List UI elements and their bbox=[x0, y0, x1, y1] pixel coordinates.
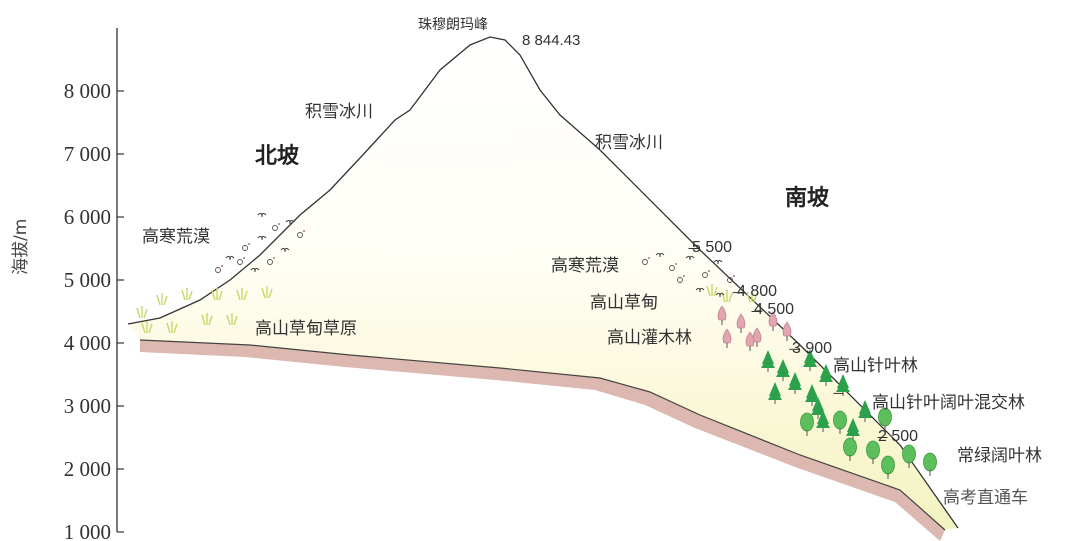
gravel-icon bbox=[272, 225, 278, 231]
desert-plant-icon bbox=[695, 287, 705, 293]
desert-plant-icon bbox=[250, 267, 260, 273]
y-tick-label: 6 000 bbox=[63, 205, 111, 229]
gravel-dot-icon bbox=[243, 257, 245, 259]
y-tick-label: 4 000 bbox=[63, 331, 111, 355]
grass-icon bbox=[141, 321, 153, 334]
gravel-icon bbox=[642, 259, 648, 265]
conifer-tree-icon bbox=[846, 418, 860, 436]
y-tick-label: 3 000 bbox=[63, 394, 111, 418]
conifer-tree-icon bbox=[811, 397, 825, 415]
gravel-icon bbox=[297, 232, 303, 238]
desert-plant-icon bbox=[257, 235, 267, 241]
gravel-icon bbox=[702, 272, 708, 278]
conifer-tree-icon bbox=[761, 350, 775, 368]
grass-icon bbox=[261, 286, 273, 299]
y-tick-label: 2 000 bbox=[63, 457, 111, 481]
grass-icon bbox=[236, 288, 248, 301]
gravel-dot-icon bbox=[708, 270, 710, 272]
boundary-label-3900: 3 900 bbox=[792, 340, 833, 357]
gravel-dot-icon bbox=[733, 275, 735, 277]
conifer-tree-icon bbox=[819, 364, 833, 382]
y-tick-label: 8 000 bbox=[63, 79, 111, 103]
gravel-dot-icon bbox=[248, 243, 250, 245]
gravel-icon bbox=[727, 277, 733, 283]
gravel-dot-icon bbox=[278, 223, 280, 225]
grass-icon bbox=[201, 313, 213, 326]
broadleaf-tree-icon bbox=[923, 452, 937, 472]
north-slope-title: 北坡 bbox=[255, 144, 300, 169]
conifer-tree-icon bbox=[788, 372, 802, 390]
desert-plant-icon bbox=[655, 252, 665, 258]
north-zone-alpine-desert: 高寒荒漠 bbox=[142, 227, 210, 247]
y-tick-label: 7 000 bbox=[63, 142, 111, 166]
broadleaf-tree-icon bbox=[902, 444, 916, 464]
broadleaf-tree-icon bbox=[800, 412, 814, 432]
grass-icon bbox=[706, 284, 718, 297]
south-zone-alpine-shrub: 高山灌木林 bbox=[607, 328, 692, 348]
conifer-tree-icon bbox=[805, 384, 819, 402]
desert-plant-icon bbox=[713, 259, 723, 265]
shrub-icon bbox=[782, 321, 792, 337]
conifer-tree-icon bbox=[768, 382, 782, 400]
north-zone-alpine-meadow-steppe: 高山草甸草原 bbox=[255, 319, 357, 339]
grass-icon bbox=[181, 288, 193, 301]
conifer-tree-icon bbox=[858, 400, 872, 418]
broadleaf-tree-icon bbox=[833, 410, 847, 430]
conifer-tree-icon bbox=[836, 374, 850, 392]
boundary-label-4800: 4 800 bbox=[737, 283, 778, 300]
crust-band bbox=[140, 340, 945, 541]
gravel-icon bbox=[677, 277, 683, 283]
grass-icon bbox=[211, 288, 223, 301]
south-zone-alpine-conifer: 高山针叶林 bbox=[833, 356, 918, 376]
gravel-dot-icon bbox=[683, 275, 685, 277]
north-zone-snow-glacier: 积雪冰川 bbox=[305, 102, 373, 122]
crust-line bbox=[139, 339, 946, 531]
south-zone-snow-glacier: 积雪冰川 bbox=[595, 133, 663, 153]
peak-name: 珠穆朗玛峰 bbox=[418, 17, 488, 33]
mountain-fill bbox=[128, 37, 958, 530]
gravel-dot-icon bbox=[648, 257, 650, 259]
gravel-icon bbox=[237, 259, 243, 265]
desert-plant-icon bbox=[685, 255, 695, 261]
desert-plant-icon bbox=[225, 255, 235, 261]
gravel-dot-icon bbox=[675, 263, 677, 265]
gravel-icon bbox=[215, 267, 221, 273]
conifer-tree-icon bbox=[776, 359, 790, 377]
south-zone-alpine-meadow: 高山草甸 bbox=[590, 293, 658, 313]
grass-icon bbox=[226, 313, 238, 326]
grass-icon bbox=[746, 290, 758, 303]
south-zone-evergreen-broadleaf: 常绿阔叶林 bbox=[957, 446, 1042, 466]
desert-plant-icon bbox=[285, 219, 295, 225]
watermark: 高考直通车 bbox=[943, 488, 1028, 508]
grass-icon bbox=[166, 321, 178, 334]
desert-plant-icon bbox=[280, 247, 290, 253]
desert-plant-icon bbox=[257, 212, 267, 218]
peak-height: 8 844.43 bbox=[522, 32, 581, 49]
grass-icon bbox=[136, 306, 148, 319]
south-zone-mixed-forest: 高山针叶阔叶混交林 bbox=[872, 393, 1025, 413]
boundary-label-2500: 2 500 bbox=[878, 428, 919, 445]
south-zone-alpine-desert: 高寒荒漠 bbox=[551, 256, 619, 276]
y-tick-label: 1 000 bbox=[63, 520, 111, 541]
south-slope-title: 南坡 bbox=[785, 186, 830, 211]
mountain-profile-line bbox=[127, 36, 959, 529]
desert-plant-icon bbox=[715, 292, 725, 298]
conifer-tree-icon bbox=[803, 349, 817, 367]
boundary-label-4500: 4 500 bbox=[754, 301, 795, 318]
gravel-dot-icon bbox=[221, 265, 223, 267]
gravel-dot-icon bbox=[273, 257, 275, 259]
y-tick-label: 5 000 bbox=[63, 268, 111, 292]
broadleaf-tree-icon bbox=[843, 437, 857, 457]
conifer-tree-icon bbox=[816, 410, 830, 428]
gravel-dot-icon bbox=[303, 230, 305, 232]
boundary-label-5500: 5 500 bbox=[692, 239, 733, 256]
gravel-icon bbox=[242, 245, 248, 251]
gravel-icon bbox=[669, 265, 675, 271]
broadleaf-tree-icon bbox=[881, 455, 895, 475]
grass-icon bbox=[156, 293, 168, 306]
gravel-icon bbox=[267, 259, 273, 265]
